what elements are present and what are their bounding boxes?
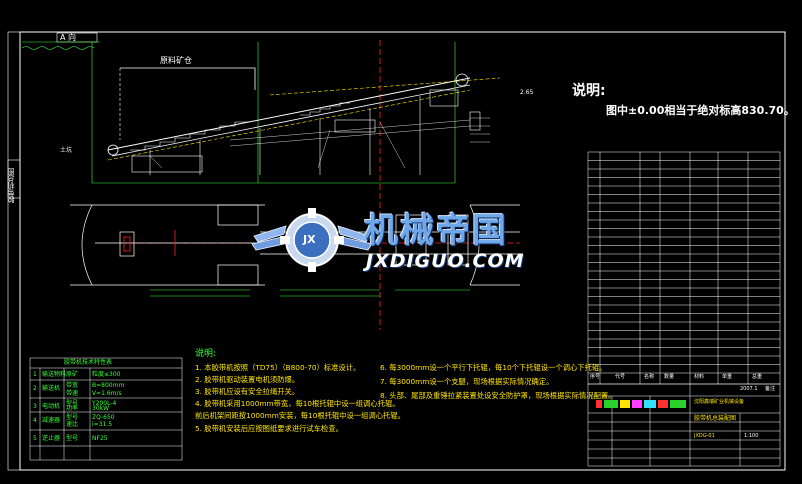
tech-row-value: 30kW bbox=[92, 405, 110, 412]
hopper-label: 原料矿仓 bbox=[160, 56, 192, 65]
note-item: 8. 头部、尾部及重锤拉紧装置处设安全防护罩，现场根据实际情况配置。 bbox=[380, 391, 616, 400]
note-item: 3. 胶带机应设有安全拉绳开关。 bbox=[195, 387, 300, 396]
tech-row-item: 电动机 bbox=[42, 403, 61, 410]
tech-table-title: 胶带机技术特性表 bbox=[64, 359, 113, 366]
tech-row-item: 输送物料 bbox=[42, 371, 67, 378]
tech-row-value: 粒度≤300 bbox=[92, 371, 121, 378]
parts-header-remark: 备注 bbox=[765, 386, 776, 392]
tech-row-param: 带宽 bbox=[66, 382, 79, 389]
tech-row-no: 3 bbox=[33, 403, 37, 410]
elevation-label: 2.65 bbox=[520, 89, 534, 96]
explanation-text: 图中±0.00相当于绝对标高830.70。 bbox=[606, 104, 795, 117]
watermark-en-text: JXDIGUO.COM bbox=[366, 250, 525, 272]
tech-row-item: 减速器 bbox=[42, 417, 61, 424]
tech-row-value: i=31.5 bbox=[92, 421, 113, 428]
note-item: 2. 胶带机驱动装置电机须防爆。 bbox=[195, 375, 300, 384]
parts-header-code: 代号 bbox=[615, 374, 626, 380]
note-item: 6. 每3000mm设一个平行下托辊，每10个下托辊设一个调心下托辊。 bbox=[380, 363, 607, 372]
tech-row-param: 带速 bbox=[66, 390, 79, 397]
note-item: 前后机架间距按1000mm安装，每10根托辊中设一组调心托辊。 bbox=[195, 411, 405, 420]
tech-row-value: NF25 bbox=[92, 435, 108, 442]
parts-header-name: 名称 bbox=[644, 374, 655, 380]
tech-row-param: 速比 bbox=[66, 421, 79, 428]
tech-row-param: 型号 bbox=[66, 414, 79, 421]
parts-header-unit-weight: 单重 bbox=[722, 374, 733, 380]
parts-header-qty: 数量 bbox=[664, 374, 675, 380]
parts-header-total-weight: 总重 bbox=[752, 374, 763, 380]
parts-header-no: 序号 bbox=[590, 374, 601, 380]
notes-title: 说明: bbox=[195, 349, 217, 359]
tech-row-value: Y200L-4 bbox=[92, 400, 117, 407]
tech-row-param: 型号 bbox=[66, 435, 79, 442]
title-scale: 1:100 bbox=[744, 433, 759, 439]
watermark-badge-text: JX bbox=[303, 233, 316, 246]
view-label: A 向 bbox=[60, 33, 77, 42]
tech-row-value: ZQ-650 bbox=[92, 414, 115, 421]
tech-row-no: 2 bbox=[33, 385, 37, 392]
note-item: 5. 胶带机安装后应按图纸要求进行试车检查。 bbox=[195, 424, 343, 433]
watermark-cn-text: 机械帝国 bbox=[364, 211, 508, 251]
title-drawing-no: JXDG-01 bbox=[694, 433, 715, 439]
tech-row-value: V=1.6m/s bbox=[92, 390, 122, 397]
parts-header-material: 材料 bbox=[694, 374, 705, 380]
tech-row-item: 输送机 bbox=[42, 385, 61, 392]
tech-row-value: B=800mm bbox=[92, 382, 125, 389]
side-note-label: 土坑 bbox=[60, 147, 73, 154]
note-item: 1. 本胶带机按照（TD75）（B800-70）标准设计。 bbox=[195, 363, 361, 372]
tech-row-no: 4 bbox=[33, 417, 37, 424]
title-date: 2007.1 bbox=[740, 386, 758, 392]
tech-row-no: 1 bbox=[33, 371, 37, 378]
watermark-gear-badge bbox=[251, 208, 373, 272]
tech-row-param: 功率 bbox=[66, 405, 79, 412]
tech-row-item: 逆止器 bbox=[42, 435, 61, 442]
note-item: 7. 每3000mm设一个支腿，现场根据实际情况确定。 bbox=[380, 377, 554, 386]
explanation-heading: 说明: bbox=[572, 83, 606, 99]
title-company: 沈阳鑫瑞矿业机械设备 bbox=[694, 399, 745, 405]
note-item: 4. 胶带机采用1000mm带宽，每10根托辊中设一组调心托辊。 bbox=[195, 399, 400, 408]
tech-row-param: 原矿 bbox=[66, 371, 79, 378]
side-vertical-label: 胶带机总图 bbox=[7, 168, 15, 203]
title-project: 胶带机总装配图 bbox=[694, 415, 737, 422]
tech-row-no: 5 bbox=[33, 435, 37, 442]
tech-row-param: 型号 bbox=[66, 400, 79, 407]
